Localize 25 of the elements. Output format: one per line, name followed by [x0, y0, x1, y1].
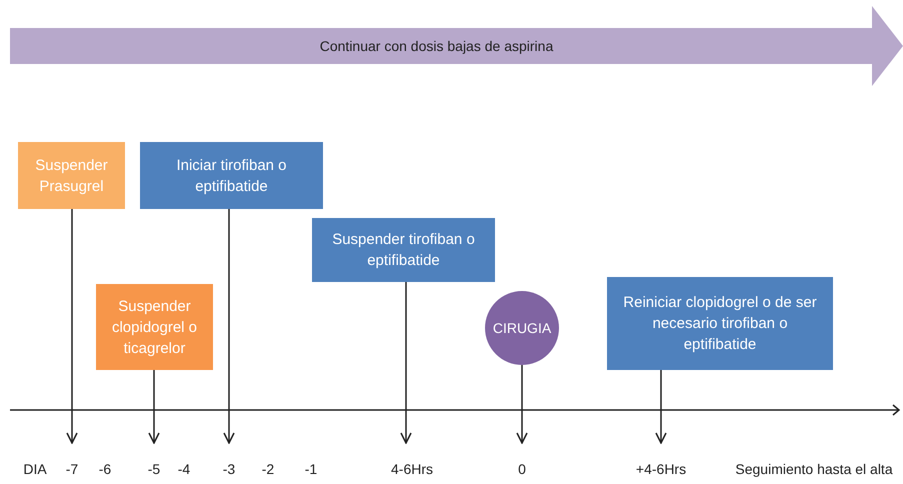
- arrow: [148, 370, 160, 444]
- process-box: Suspender clopidogrel o ticagrelor: [96, 284, 213, 370]
- event-circle: CIRUGIA: [485, 291, 559, 365]
- process-box: Iniciar tirofiban o eptifibatide: [140, 142, 323, 209]
- tick-label: -1: [304, 461, 318, 477]
- tick-label: +4-6Hrs: [636, 461, 686, 477]
- banner-arrow: Continuar con dosis bajas de aspirina: [10, 6, 903, 86]
- axis-end-label: Seguimiento hasta el alta: [735, 461, 893, 477]
- tick-label: -6: [98, 461, 112, 477]
- process-box: Suspender Prasugrel: [18, 142, 125, 209]
- axis-label: DIA: [23, 461, 47, 477]
- tick-label: 0: [518, 461, 526, 477]
- arrow: [400, 282, 412, 444]
- arrow: [655, 370, 667, 444]
- arrow: [66, 209, 78, 444]
- process-box: Suspender tirofiban o eptifibatide: [312, 218, 495, 282]
- tick-label: 4-6Hrs: [391, 461, 433, 477]
- arrow: [223, 209, 235, 444]
- arrow: [516, 365, 528, 444]
- tick-label: -5: [148, 461, 160, 477]
- tick-label: -4: [178, 461, 190, 477]
- process-box: Reiniciar clopidogrel o de ser necesario tirofiban o eptifibatide: [607, 277, 833, 370]
- tick-label: -7: [66, 461, 78, 477]
- tick-label: -3: [222, 461, 236, 477]
- tick-label: -2: [262, 461, 274, 477]
